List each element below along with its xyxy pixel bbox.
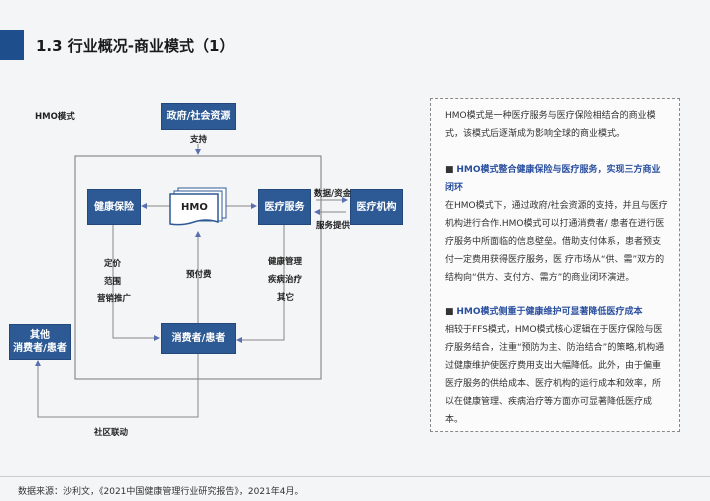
hmo-label: HMO	[181, 202, 208, 213]
other-consumer-box: 其他 消费者/患者	[9, 324, 71, 360]
section-text: 相较于FFS模式，HMO模式核心逻辑在于医疗保险与医疗服务结合，注重“预防为主、…	[445, 325, 665, 425]
gov-resources-box: 政府/社会资源	[161, 103, 236, 130]
page-title: 1.3 行业概况-商业模式（1）	[36, 37, 235, 55]
health-insurance-box: 健康保险	[87, 189, 141, 225]
other-consumer-line2: 消费者/患者	[13, 343, 67, 354]
section-text: 在HMO模式下，通过政府/社会资源的支持，并且与医疗机构进行合作.HMO模式可以…	[445, 201, 668, 283]
service-provide-label: 服务提供	[316, 221, 351, 231]
footer-divider	[0, 476, 710, 477]
svc-label: 健康管理	[268, 257, 303, 267]
consumer-box: 消费者/患者	[161, 323, 236, 354]
bullet-icon: ■	[445, 165, 457, 175]
data-funds-label: 数据/资金	[314, 189, 352, 199]
community-label: 社区联动	[94, 428, 129, 438]
svc-label: 疾病治疗	[268, 275, 303, 285]
description-panel: HMO模式是一种医疗服务与医疗保险相结合的商业模式，该模式后逐渐成为影响全球的商…	[430, 98, 680, 432]
section-heading: HMO模式侧重于健康维护可显著降低医疗成本	[456, 307, 643, 317]
ins-label: 范围	[104, 277, 122, 287]
svc-label: 其它	[277, 293, 295, 303]
bullet-icon: ■	[445, 307, 457, 317]
section-heading: HMO模式整合健康保险与医疗服务，实现三方商业闭环	[445, 165, 661, 193]
medical-institution-box: 医疗机构	[350, 189, 403, 225]
source-note: 数据来源：沙利文，《2021中国健康管理行业研究报告》，2021年4月。	[18, 487, 304, 497]
medical-service-box: 医疗服务	[258, 189, 311, 225]
intro-text: HMO模式是一种医疗服务与医疗保险相结合的商业模式，该模式后逐渐成为影响全球的商…	[445, 111, 656, 139]
diagram-title: HMO模式	[35, 112, 75, 122]
other-consumer-line1: 其他	[30, 330, 50, 341]
ins-label: 营销推广	[97, 294, 132, 304]
header-accent	[0, 30, 24, 60]
ins-label: 定价	[104, 259, 122, 269]
prepay-label: 预付费	[186, 270, 212, 280]
support-label: 支持	[190, 135, 208, 145]
hmo-document-icon	[169, 187, 227, 226]
